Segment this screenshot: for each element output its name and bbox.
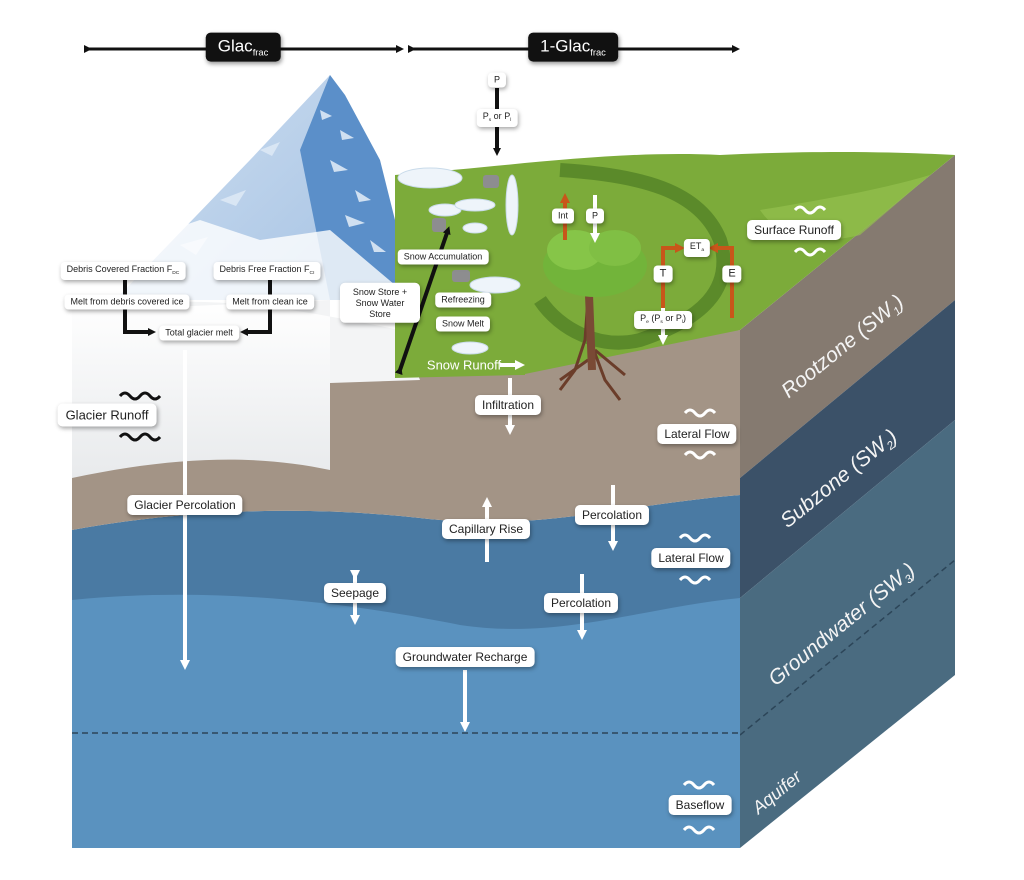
debris-covered-text: Debris Covered Fraction F	[66, 264, 173, 275]
pe-end: )	[682, 313, 686, 324]
melt-clean-ice-label: Melt from clean ice	[226, 294, 314, 310]
debris-free-fraction-label: Debris Free Fraction FCI	[213, 262, 321, 280]
evaporation-arrow	[708, 243, 734, 318]
lateral-flow-wave-icon	[678, 533, 712, 543]
percolation-1-label: Percolation	[574, 505, 650, 525]
baseflow-label: Baseflow	[668, 795, 732, 815]
glacier-runoff-wave-icon	[118, 391, 162, 401]
surface-runoff-wave-icon	[793, 247, 827, 257]
snow-melt-label: Snow Melt	[435, 316, 491, 332]
transpiration-arrow	[661, 243, 685, 318]
surface-runoff-label: Surface Runoff	[747, 220, 841, 240]
capillary-rise-label: Capillary Rise	[441, 519, 531, 539]
tree	[543, 230, 647, 401]
lateral-flow-1-label: Lateral Flow	[657, 424, 737, 444]
snow-accumulation-label: Snow Accumulation	[397, 249, 489, 265]
baseflow-wave-icon	[682, 825, 716, 835]
et-sub: a	[701, 248, 705, 254]
surface-runoff-wave-icon	[793, 205, 827, 215]
pe-sub: e	[646, 320, 649, 326]
refreezing-label: Refreezing	[435, 292, 491, 308]
debris-covered-sub: DC	[172, 271, 180, 277]
actual-et-label: ETa	[683, 239, 711, 257]
glacier-runoff-label: Glacier Runoff	[57, 403, 157, 427]
glacier-fraction-sub: frac	[252, 47, 269, 58]
total-glacier-melt-label: Total glacier melt	[159, 325, 239, 341]
pe-s-sub: s	[660, 320, 663, 326]
pe-rest2: or P	[662, 313, 682, 324]
transpiration-label: T	[653, 265, 673, 283]
et-text: ET	[689, 241, 702, 252]
snow-runoff-label: Snow Runoff	[426, 357, 502, 373]
percolation-2-label: Percolation	[543, 593, 619, 613]
throughfall-precip-label: P	[585, 208, 605, 224]
pe-rest1: (P	[648, 313, 661, 324]
lateral-flow-wave-icon	[678, 575, 712, 585]
debris-covered-fraction-label: Debris Covered Fraction FDC	[60, 262, 186, 280]
non-glacier-fraction-sub: frac	[590, 47, 606, 58]
glacier-runoff-wave-icon	[118, 432, 162, 442]
rootzone-side-face	[740, 155, 955, 478]
glacier-ice	[72, 300, 330, 478]
glacier-percolation-label: Glacier Percolation	[127, 495, 243, 515]
mountain-snow-streaks	[180, 110, 386, 255]
subzone-side-face	[740, 300, 955, 598]
melt-debris-covered-label: Melt from debris covered ice	[64, 294, 190, 310]
infiltration-label: Infiltration	[474, 395, 542, 415]
groundwater-side-face	[740, 420, 955, 848]
pe-l-sub: l	[681, 320, 683, 326]
baseflow-wave-icon	[682, 780, 716, 790]
debris-free-text: Debris Free Fraction F	[219, 264, 310, 275]
snow-clumps	[397, 167, 521, 355]
non-glacier-fraction-text: 1-Glac	[540, 36, 591, 56]
effective-precip-label: Pe (Ps or Pl)	[634, 311, 692, 329]
lateral-flow-2-label: Lateral Flow	[651, 548, 731, 568]
snow-or-liquid-precip-label: Ps or Pl	[476, 109, 518, 127]
debris-free-sub: CI	[309, 271, 315, 277]
groundwater-recharge-label: Groundwater Recharge	[395, 647, 535, 667]
interception-label: Int	[551, 208, 575, 224]
ps-sub: s	[488, 118, 492, 124]
mountain-base-snow	[72, 220, 420, 300]
pl-text: P	[504, 111, 511, 122]
wavy-flow-icons	[118, 205, 827, 835]
aquifer-boundary-side	[739, 559, 956, 736]
ps-text: P	[482, 111, 489, 122]
glacier-fraction-label: Glacfrac	[205, 32, 281, 62]
pe-text: P	[640, 313, 647, 324]
evaporation-label: E	[722, 265, 742, 283]
lateral-flow-wave-icon	[683, 408, 717, 418]
snow-store-label: Snow Store + Snow Water Store	[340, 282, 420, 324]
lateral-flow-wave-icon	[683, 450, 717, 460]
pl-sub: l	[510, 118, 512, 124]
non-glacier-fraction-label: 1-Glacfrac	[528, 32, 618, 62]
precipitation-label: P	[487, 72, 507, 88]
seepage-label: Seepage	[323, 583, 387, 603]
or-text: or	[491, 111, 505, 122]
glacier-fraction-text: Glac	[217, 36, 253, 56]
